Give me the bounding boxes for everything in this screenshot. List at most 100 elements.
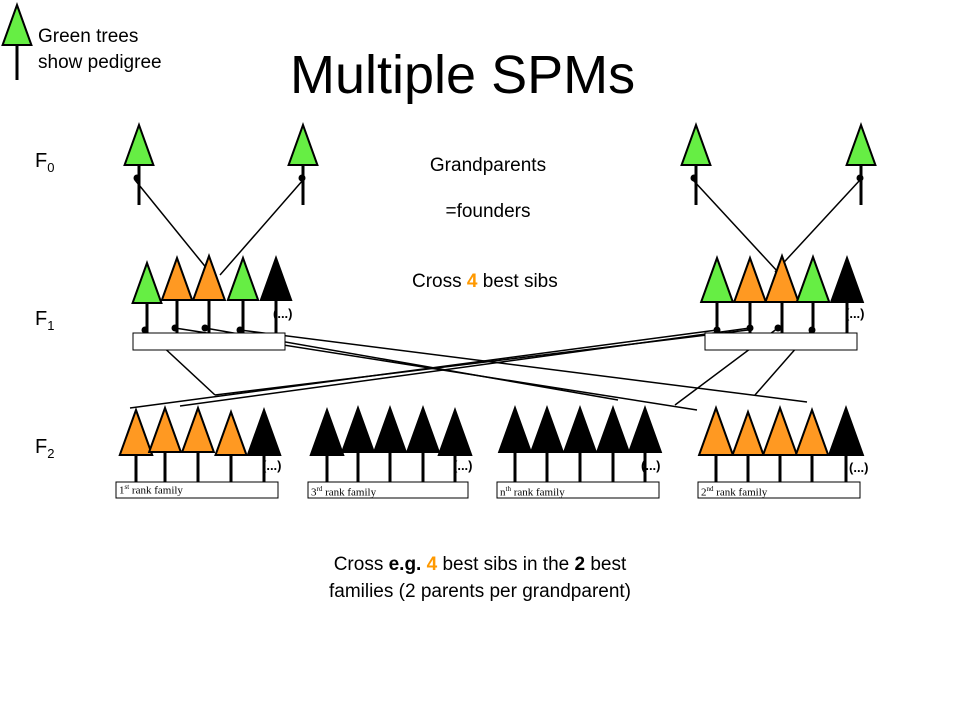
- cross-top-label: Cross 4 best sibs: [412, 271, 558, 293]
- f2b-tree-3-icon: [372, 405, 408, 482]
- f2c-tree-2-crown: [529, 405, 565, 453]
- f2-family-box-nth: [496, 481, 660, 499]
- famn-ord: n: [500, 486, 506, 499]
- connection-dot-4: [856, 174, 864, 182]
- connection-dot-12: [808, 326, 816, 334]
- f1l-tree-2-icon: [160, 255, 194, 333]
- f2b-tree-4-crown: [405, 405, 441, 453]
- f2b-tree-1-icon: [309, 407, 345, 482]
- f1-sub: 1: [47, 318, 55, 333]
- f1r-tree-5-icon: [829, 255, 865, 333]
- f1-left-family-box: [132, 332, 286, 351]
- caption-part2: best sibs in the: [437, 554, 575, 575]
- f1l-tree-1-crown: [131, 260, 163, 304]
- family-label-nth: nth rank family: [500, 485, 565, 499]
- f2a-tree-3-icon: [180, 405, 216, 482]
- line-f1r-cross2: [179, 327, 751, 407]
- f2c-tree-4-crown: [595, 405, 631, 453]
- legend-line-1: Green trees: [38, 26, 139, 47]
- f1r-tree-4-icon: [795, 254, 831, 333]
- f2c-tree-2-icon: [529, 405, 565, 482]
- legend-line-2: show pedigree: [38, 52, 162, 73]
- caption-eg: e.g.: [388, 554, 422, 575]
- ellipsis-f2-2nd: (...): [849, 460, 869, 475]
- f2c-tree-1-icon: [497, 405, 533, 482]
- connection-dot-11: [774, 324, 782, 332]
- f2b-tree-3-crown: [372, 405, 408, 453]
- ellipsis-f2-3rd: (...): [453, 458, 473, 473]
- line-founder2-to-f1: [219, 179, 304, 276]
- f2-family-box-3rd: [307, 481, 469, 499]
- line-f1l-cross4: [239, 329, 808, 403]
- cross-top-prefix: Cross: [412, 271, 467, 292]
- caption-part1: Cross: [333, 554, 389, 575]
- line-founder4-to-f1: [774, 179, 861, 273]
- f2c-tree-5-crown: [627, 405, 663, 453]
- legend: Green trees show pedigree: [38, 24, 162, 76]
- f2c-tree-4-icon: [595, 405, 631, 482]
- cross-bottom-caption: Cross e.g. 4 best sibs in the 2 best fam…: [230, 551, 730, 605]
- founder-tree-3-crown: [680, 122, 712, 166]
- f2a-tree-1-crown: [118, 407, 154, 456]
- f2a-tree-4-icon: [214, 409, 248, 482]
- ellipsis-f2-nth: (...): [641, 458, 661, 473]
- f1r-tree-4-crown: [795, 254, 831, 303]
- f1-right-family-box: [704, 332, 858, 351]
- f2d-tree-3-icon: [761, 405, 799, 482]
- fam1-ord: 1: [119, 484, 125, 497]
- f2a-tree-5-icon: [246, 407, 282, 482]
- grandparents-line-2: =founders: [445, 201, 531, 222]
- connection-dot-9: [713, 326, 721, 334]
- family-label-1st: 1st rank family: [119, 483, 183, 497]
- connection-dot-6: [171, 324, 179, 332]
- founder-tree-1-icon: [123, 122, 155, 205]
- page-title: Multiple SPMs: [290, 45, 636, 105]
- generation-f0: F0: [35, 150, 54, 175]
- f2d-tree-1-crown: [697, 405, 735, 456]
- famn-sup: th: [505, 485, 511, 493]
- f0-letter: F: [35, 150, 48, 172]
- connection-dot-3: [690, 174, 698, 182]
- connection-dot-8: [236, 326, 244, 334]
- family-label-2nd: 2nd rank family: [701, 485, 767, 499]
- family-label-3rd: 3rd rank family: [311, 485, 376, 499]
- f2a-tree-3-crown: [180, 405, 216, 453]
- f1r-tree-3-crown: [764, 253, 800, 303]
- f1l-tree-3-icon: [191, 253, 227, 333]
- f1r-tree-5-crown: [829, 255, 865, 303]
- line-f1r-cross1: [129, 329, 718, 409]
- f2c-tree-3-crown: [562, 405, 598, 453]
- legend-tree-icon: [1, 2, 33, 80]
- f2a-tree-5-crown: [246, 407, 282, 456]
- cross-bottom-line-2: families (2 parents per grandparent): [328, 581, 632, 602]
- cross-top-suffix: best sibs: [477, 271, 558, 292]
- connection-dot-1: [133, 174, 141, 182]
- f2a-tree-4-crown: [214, 409, 248, 456]
- f1r-tree-2-crown: [732, 255, 768, 303]
- cross-bottom-line-1: Cross e.g. 4 best sibs in the 2 best: [230, 551, 730, 578]
- ellipsis-f1-right: (...): [845, 306, 865, 321]
- connection-dot-2: [298, 174, 306, 182]
- f1l-tree-5-crown: [259, 255, 293, 301]
- generation-f1: F1: [35, 308, 54, 333]
- f2-sub: 2: [47, 446, 55, 461]
- f1-letter: F: [35, 308, 48, 330]
- generation-f2: F2: [35, 436, 54, 461]
- f2b-tree-5-crown: [437, 407, 473, 456]
- fam3-ord: 3: [311, 486, 317, 499]
- fam3-rest: rank family: [322, 486, 377, 499]
- f1l-tree-1-icon: [131, 260, 163, 333]
- f1r-tree-2-icon: [732, 255, 768, 333]
- f2d-tree-5-icon: [827, 405, 865, 482]
- connection-dot-5: [141, 326, 149, 334]
- fam3-sup: rd: [316, 485, 323, 493]
- founder-tree-3-icon: [680, 122, 712, 205]
- cross-top-number: 4: [466, 271, 478, 292]
- fam1-sup: st: [124, 483, 130, 491]
- caption-part3: best: [585, 554, 627, 575]
- connection-dot-10: [746, 324, 754, 332]
- f2c-tree-1-crown: [497, 405, 533, 453]
- founder-tree-2-crown: [287, 122, 319, 166]
- f2d-tree-4-crown: [794, 407, 830, 456]
